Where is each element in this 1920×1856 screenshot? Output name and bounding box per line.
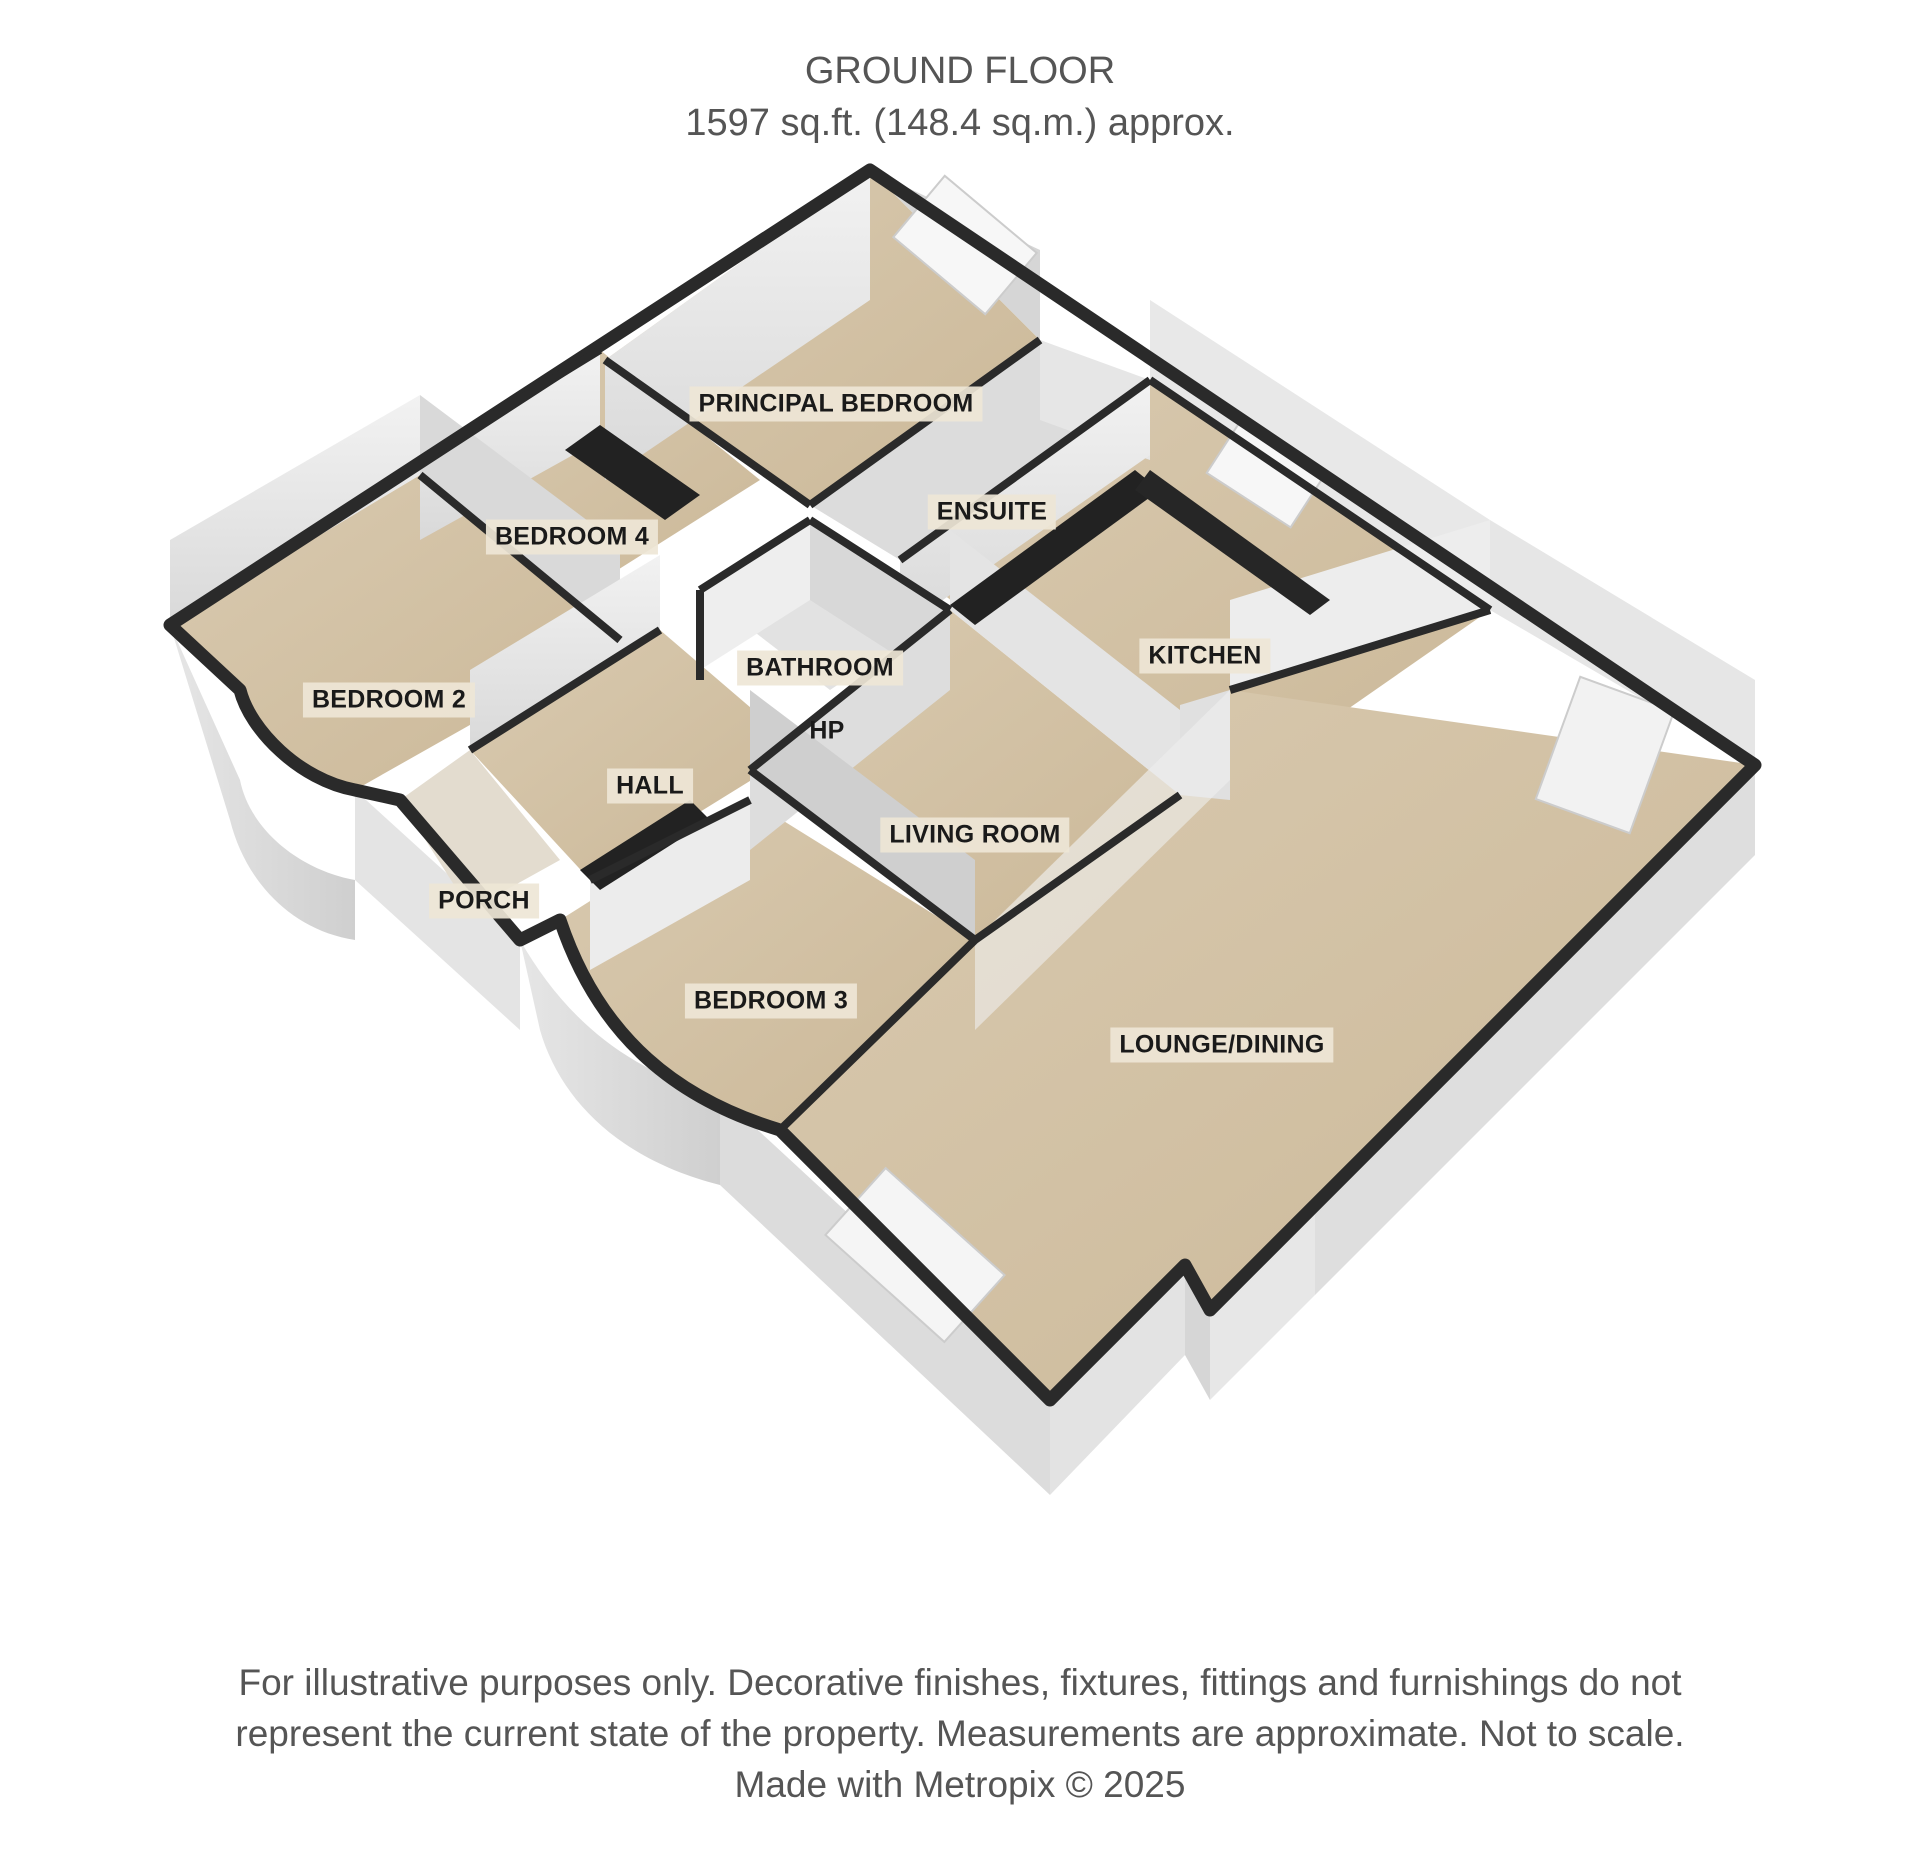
floor-porch — [400, 750, 560, 910]
room-label-principal-bedroom: PRINCIPAL BEDROOM — [689, 386, 983, 422]
room-label-bedroom-4: BEDROOM 4 — [485, 519, 659, 555]
room-label-bedroom-2: BEDROOM 2 — [302, 682, 476, 718]
room-label-kitchen: KITCHEN — [1139, 638, 1271, 674]
kitchen-worktop — [950, 470, 1160, 625]
wall-tops — [163, 163, 1762, 1407]
room-label-hp: HP — [809, 716, 845, 745]
room-label-living-room: LIVING ROOM — [880, 817, 1070, 853]
room-label-ensuite: ENSUITE — [927, 494, 1057, 530]
floor-area: 1597 sq.ft. (148.4 sq.m.) approx. — [685, 102, 1235, 144]
kitchen-worktop-2 — [1135, 470, 1330, 615]
room-label-lounge-dining: LOUNGE/DINING — [1110, 1027, 1334, 1063]
disclaimer-line-2: represent the current state of the prope… — [235, 1713, 1685, 1754]
floor-hall — [470, 630, 800, 880]
room-label-bedroom-3: BEDROOM 3 — [684, 983, 858, 1019]
room-floors — [170, 170, 1755, 1400]
room-label-hall: HALL — [607, 768, 693, 804]
room-label-bathroom: BATHROOM — [737, 650, 903, 686]
wardrobe — [565, 425, 700, 520]
credit-line: Made with Metropix © 2025 — [734, 1764, 1186, 1805]
door-lounge — [1534, 675, 1676, 835]
room-label-porch: PORCH — [429, 883, 539, 919]
disclaimer-line-1: For illustrative purposes only. Decorati… — [238, 1662, 1682, 1703]
floor-title: GROUND FLOOR — [804, 50, 1116, 92]
